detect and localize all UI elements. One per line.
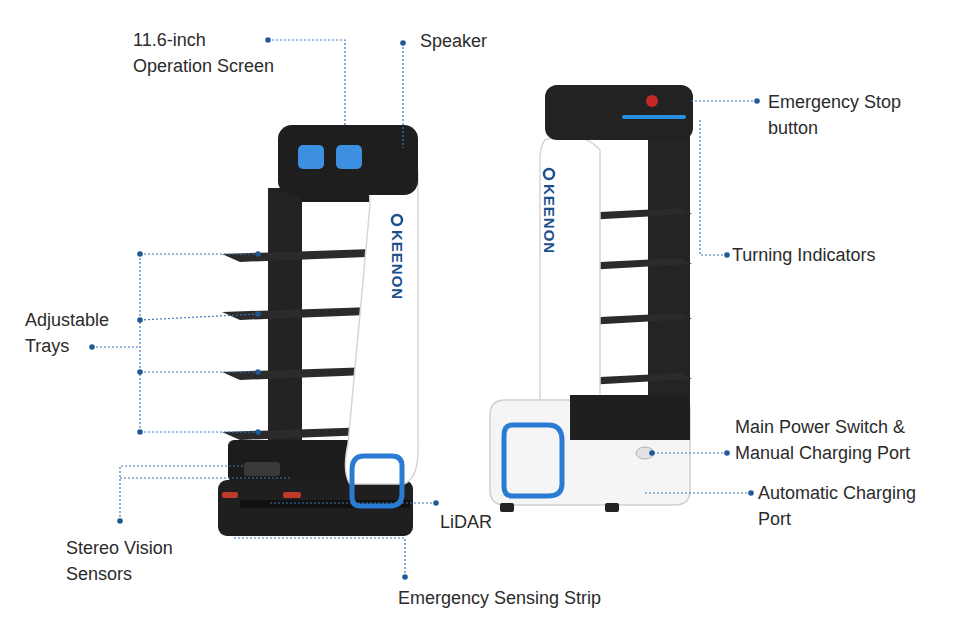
stop-button	[646, 95, 658, 107]
head-screen	[278, 125, 418, 195]
leader-line	[92, 346, 140, 347]
leader-dot	[400, 40, 406, 46]
leader-line	[700, 118, 727, 255]
brand-logo: KEENON	[540, 184, 558, 254]
part-label: 11.6-inch Operation Screen	[133, 27, 283, 79]
sensor-light	[222, 492, 238, 498]
leader-dot	[255, 311, 261, 317]
leader-line	[120, 466, 290, 521]
wheel	[500, 503, 514, 512]
leader-line	[270, 502, 436, 503]
front-panel	[228, 440, 363, 482]
leader-dot	[255, 251, 261, 257]
power-switch	[636, 447, 654, 459]
leader-dot	[754, 98, 760, 104]
screen-eye	[336, 145, 362, 169]
leader-line	[140, 254, 258, 432]
leader-dot	[89, 344, 95, 350]
leader-line	[139, 254, 140, 432]
brand-logo: KEENON	[388, 230, 406, 300]
leader-line	[690, 100, 757, 101]
leader-line	[645, 492, 751, 493]
screen-eye	[298, 145, 324, 169]
left-robot	[218, 125, 418, 536]
blue-light-ring	[352, 456, 402, 506]
leader-line	[652, 452, 727, 453]
leader-dot	[137, 369, 143, 375]
part-label: Emergency Stop button	[768, 89, 918, 141]
leader-dot	[265, 37, 271, 43]
sensor-light	[283, 492, 301, 498]
leader-dot	[255, 429, 261, 435]
logo-icon	[392, 215, 402, 225]
blue-light-ring	[504, 425, 562, 496]
logo-icon	[544, 169, 554, 179]
part-label: Adjustable Trays	[25, 307, 135, 359]
leader-dot	[649, 450, 655, 456]
part-label: LiDAR	[440, 509, 492, 535]
leader-dot	[724, 450, 730, 456]
right-robot	[490, 85, 693, 512]
leader-line	[402, 43, 403, 148]
leader-dot	[724, 252, 730, 258]
white-column	[540, 136, 600, 410]
turning-indicator	[622, 115, 686, 119]
leader-dot	[255, 369, 261, 375]
leader-dots	[89, 37, 760, 580]
part-label: Stereo Vision Sensors	[66, 535, 196, 587]
leader-dot	[402, 574, 408, 580]
stereo-sensor	[244, 462, 280, 476]
leader-dot	[137, 429, 143, 435]
wheel	[605, 503, 619, 512]
leader-dot	[137, 317, 143, 323]
leader-lines	[92, 40, 757, 577]
leader-line	[268, 40, 345, 127]
part-label: Automatic Charging Port	[758, 480, 933, 532]
leader-dot	[117, 518, 123, 524]
leader-dot	[137, 251, 143, 257]
back-frame	[648, 135, 690, 425]
part-label: Speaker	[420, 28, 487, 54]
part-label: Emergency Sensing Strip	[398, 585, 601, 611]
leader-dot	[748, 490, 754, 496]
part-label: Turning Indicators	[732, 242, 875, 268]
leader-line	[232, 538, 405, 577]
leader-dot	[433, 500, 439, 506]
part-label: Main Power Switch & Manual Charging Port	[735, 414, 940, 466]
base-top	[570, 395, 690, 440]
white-column	[345, 147, 418, 484]
head	[545, 85, 693, 140]
back-frame	[268, 188, 302, 458]
